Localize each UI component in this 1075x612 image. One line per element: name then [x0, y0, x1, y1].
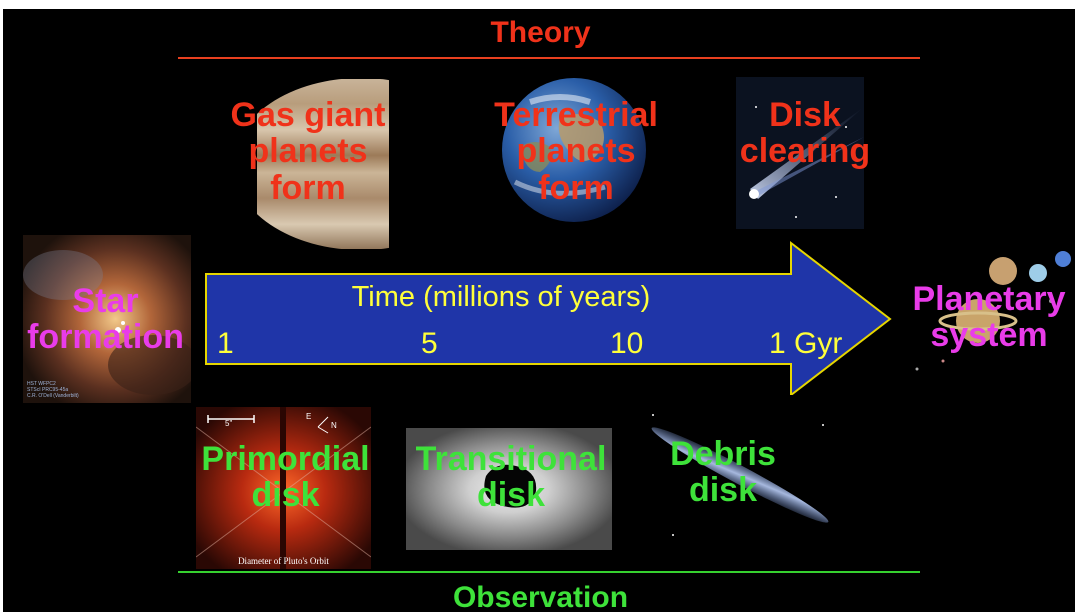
scale-bar-label: 5"	[225, 419, 233, 428]
observation-stage-line: Transitional	[415, 440, 607, 478]
theory-stage-line: planets	[516, 132, 636, 171]
theory-stage-terrestrial: Terrestrial planets form	[476, 96, 676, 207]
start-label-line: Star	[72, 282, 139, 320]
theory-stage-line: clearing	[739, 132, 871, 171]
end-label-line: system	[930, 316, 1048, 355]
theory-heading: Theory	[490, 16, 591, 49]
timeline-tick: 10	[610, 327, 644, 360]
primordial-caption: Diameter of Pluto's Orbit	[238, 556, 329, 566]
star-forming-nebula-image: HST WFPC2 STScI PRC95-45a C.R. O'Dell (V…	[23, 235, 191, 403]
observation-heading: Observation	[452, 581, 629, 612]
end-label-line: Planetary	[912, 280, 1066, 318]
theory-stage-disk-clearing: Disk clearing	[715, 97, 895, 170]
observation-stage-transitional: Transitional disk	[400, 441, 622, 514]
nebula-credit-line: STScI PRC95-45a	[27, 387, 69, 393]
compass-east: E	[306, 412, 312, 421]
nebula-credit: HST WFPC2 STScI PRC95-45a C.R. O'Dell (V…	[27, 381, 79, 399]
observation-stage-line: disk	[476, 476, 546, 515]
compass-north: N	[331, 421, 337, 430]
solar-system-image	[903, 249, 1075, 379]
theory-stage-line: Disk	[769, 96, 841, 134]
observation-stage-line: Debris	[670, 435, 776, 473]
timeline-tick: 1	[217, 327, 234, 360]
observation-stage-line: disk	[251, 476, 320, 515]
start-label-line: formation	[27, 318, 184, 357]
theory-stage-line: form	[538, 168, 614, 207]
nebula-credit-line: C.R. O'Dell (Vanderbilt)	[27, 393, 79, 399]
end-label-planetary-system: Planetary system	[899, 281, 1075, 354]
theory-stage-line: planets	[248, 132, 368, 171]
observation-stage-line: Primordial	[201, 440, 370, 478]
theory-divider	[178, 57, 920, 59]
timeline-tick: 5	[421, 327, 438, 360]
time-arrow	[205, 240, 892, 398]
observation-divider	[178, 571, 920, 573]
nebula-credit-line: HST WFPC2	[27, 381, 56, 387]
debris-disk-image	[633, 395, 848, 553]
start-label-star-formation: Star formation	[3, 283, 208, 356]
primordial-disk-image: 5" E N Diameter of Pluto's Orbit	[196, 407, 371, 569]
observation-stage-primordial: Primordial disk	[193, 441, 378, 514]
jupiter-image	[231, 79, 389, 249]
theory-stage-line: Gas giant	[230, 96, 386, 134]
earth-image	[500, 77, 648, 223]
timeline-tick: 1 Gyr	[769, 327, 843, 360]
timeline-title: Time (millions of years)	[351, 281, 651, 313]
theory-stage-gas-giant: Gas giant planets form	[208, 96, 408, 207]
observation-stage-line: disk	[688, 471, 758, 510]
observation-stage-debris: Debris disk	[653, 436, 793, 509]
theory-stage-line: Terrestrial	[494, 96, 658, 134]
transitional-disk-image	[406, 428, 612, 550]
theory-stage-line: form	[270, 168, 346, 207]
comet-image	[736, 77, 864, 229]
